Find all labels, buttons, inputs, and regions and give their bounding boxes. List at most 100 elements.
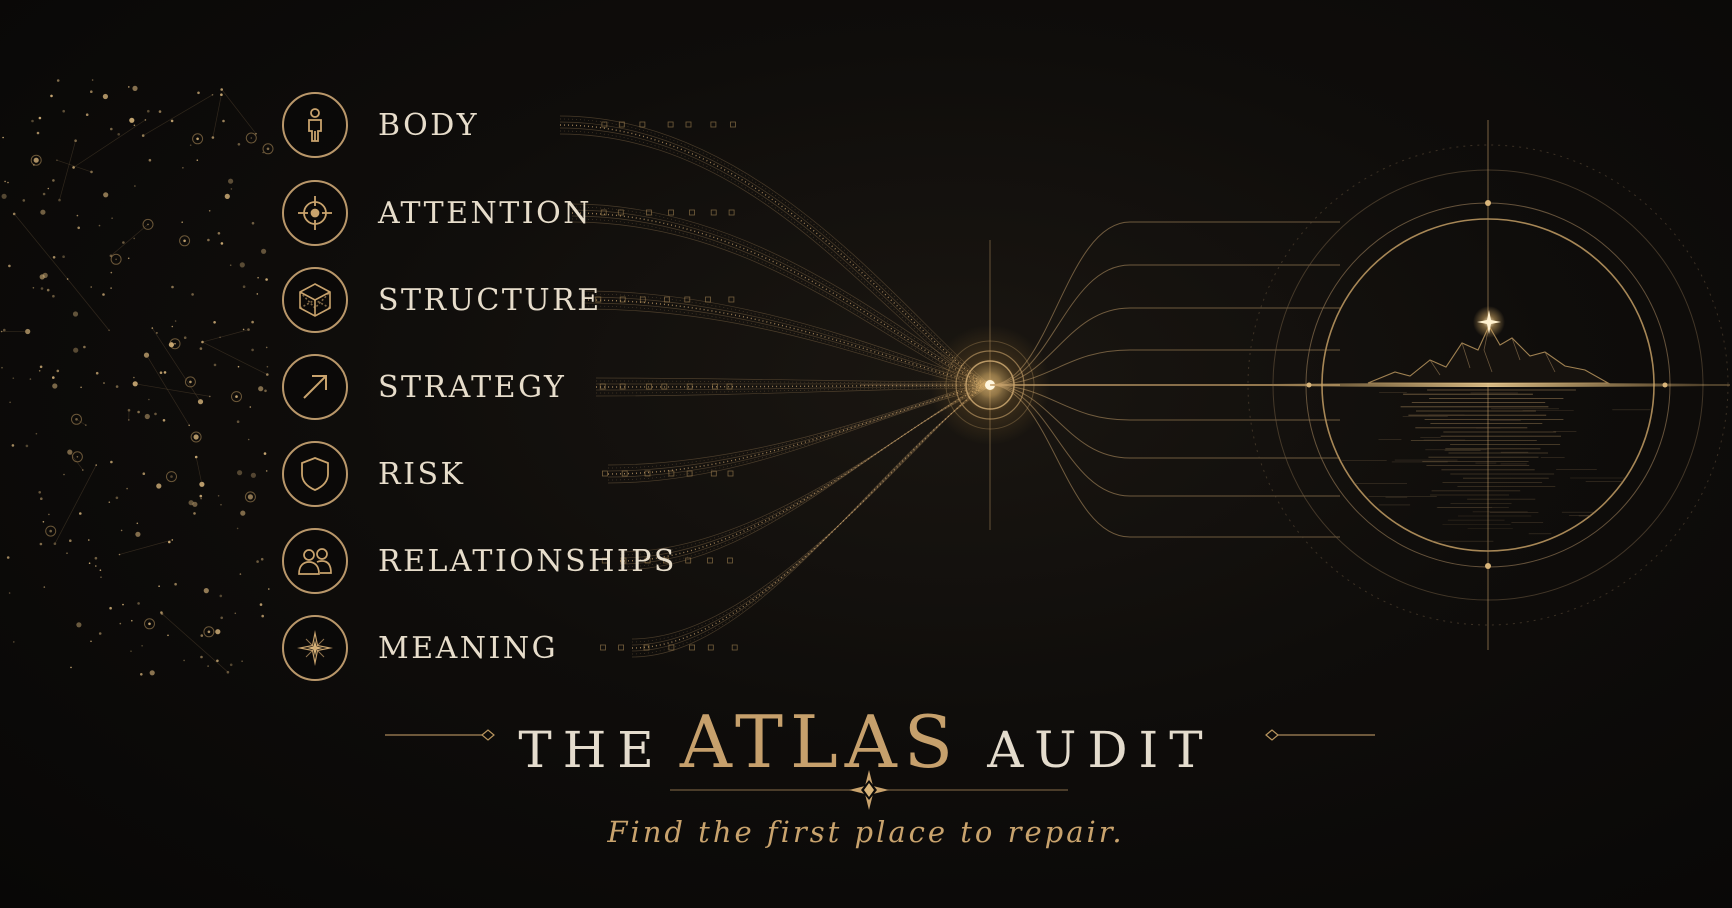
thread-node — [712, 383, 718, 390]
particle — [182, 167, 184, 169]
particle — [110, 127, 113, 131]
particle — [149, 670, 155, 676]
particle — [216, 659, 219, 663]
particle — [247, 494, 253, 500]
particle — [22, 199, 26, 202]
particle — [143, 352, 150, 358]
particle — [88, 562, 91, 564]
thread — [559, 127, 987, 387]
particle — [108, 329, 110, 332]
particle — [158, 585, 160, 587]
particle-link — [54, 464, 97, 544]
particle — [196, 137, 199, 141]
particle — [39, 365, 43, 369]
thread-node — [710, 209, 717, 216]
particle — [249, 406, 252, 408]
pillar-strategy[interactable]: STRATEGY — [282, 351, 566, 423]
particle — [117, 133, 120, 136]
thread — [607, 384, 987, 475]
particle — [130, 650, 132, 652]
people-icon — [282, 528, 348, 594]
particle — [237, 143, 241, 146]
thread — [607, 383, 987, 472]
particle — [63, 473, 65, 476]
particle — [258, 386, 264, 392]
particle-link — [161, 613, 229, 673]
thread — [631, 383, 987, 646]
particle — [174, 320, 177, 322]
particle — [236, 527, 239, 530]
particle — [52, 383, 58, 389]
thread — [595, 380, 987, 384]
particle — [170, 475, 173, 478]
particle — [170, 119, 174, 123]
particle — [122, 241, 125, 244]
pillar-risk[interactable]: RISK — [282, 438, 465, 510]
particle — [85, 424, 87, 426]
flow-line — [989, 384, 1340, 421]
particle-link — [13, 213, 68, 280]
particle — [102, 293, 105, 296]
thread-node — [728, 209, 735, 216]
particle — [234, 612, 237, 615]
particle — [200, 634, 204, 637]
flow-line — [989, 349, 1340, 386]
pillar-relationships[interactable]: RELATIONSHIPS — [282, 525, 677, 597]
compass-star-icon — [282, 615, 348, 681]
particle — [38, 370, 41, 372]
cube-icon — [282, 267, 348, 333]
particle — [103, 192, 109, 198]
particle — [199, 347, 203, 350]
particle — [76, 622, 82, 628]
particle — [199, 494, 203, 498]
particle — [39, 542, 43, 546]
particle — [131, 619, 133, 622]
particle — [85, 113, 89, 116]
shield-icon — [282, 441, 348, 507]
pillar-body[interactable]: BODY — [282, 89, 479, 161]
particle — [12, 212, 16, 216]
thread — [571, 209, 987, 385]
particle-ring — [30, 154, 42, 166]
thread-node — [600, 209, 607, 216]
particle — [220, 88, 223, 91]
particle — [171, 325, 174, 328]
particle — [265, 346, 268, 349]
particle-ring — [179, 235, 191, 247]
particle — [95, 371, 99, 375]
particle — [90, 286, 92, 288]
particle — [167, 634, 169, 637]
pillar-meaning[interactable]: MEANING — [282, 612, 558, 684]
horizon-lens — [1230, 120, 1730, 650]
thread-node — [668, 644, 675, 651]
particle — [220, 93, 223, 96]
thread-node — [685, 557, 692, 564]
particle — [80, 386, 82, 389]
particle — [38, 491, 41, 494]
flow-line — [989, 384, 1340, 497]
particle — [137, 602, 140, 605]
crosshair-icon — [282, 180, 348, 246]
particle — [111, 217, 113, 219]
particle — [188, 500, 194, 506]
thread-node — [668, 209, 674, 216]
particle — [91, 79, 94, 81]
particle — [192, 501, 198, 507]
particle-link — [56, 159, 92, 173]
particle-ring — [231, 391, 242, 403]
particle-link — [202, 341, 268, 375]
particle — [209, 395, 211, 398]
thread-node — [684, 296, 691, 303]
thread-node — [728, 296, 735, 303]
particle-ring — [245, 132, 257, 144]
pillar-structure[interactable]: STRUCTURE — [282, 264, 602, 336]
particle — [147, 109, 150, 113]
particle — [183, 336, 187, 340]
pillar-attention[interactable]: ATTENTION — [282, 177, 592, 249]
particle-ring — [203, 626, 215, 638]
particle — [156, 483, 162, 489]
particle — [229, 663, 233, 667]
particle — [88, 539, 90, 541]
particle — [115, 385, 119, 388]
